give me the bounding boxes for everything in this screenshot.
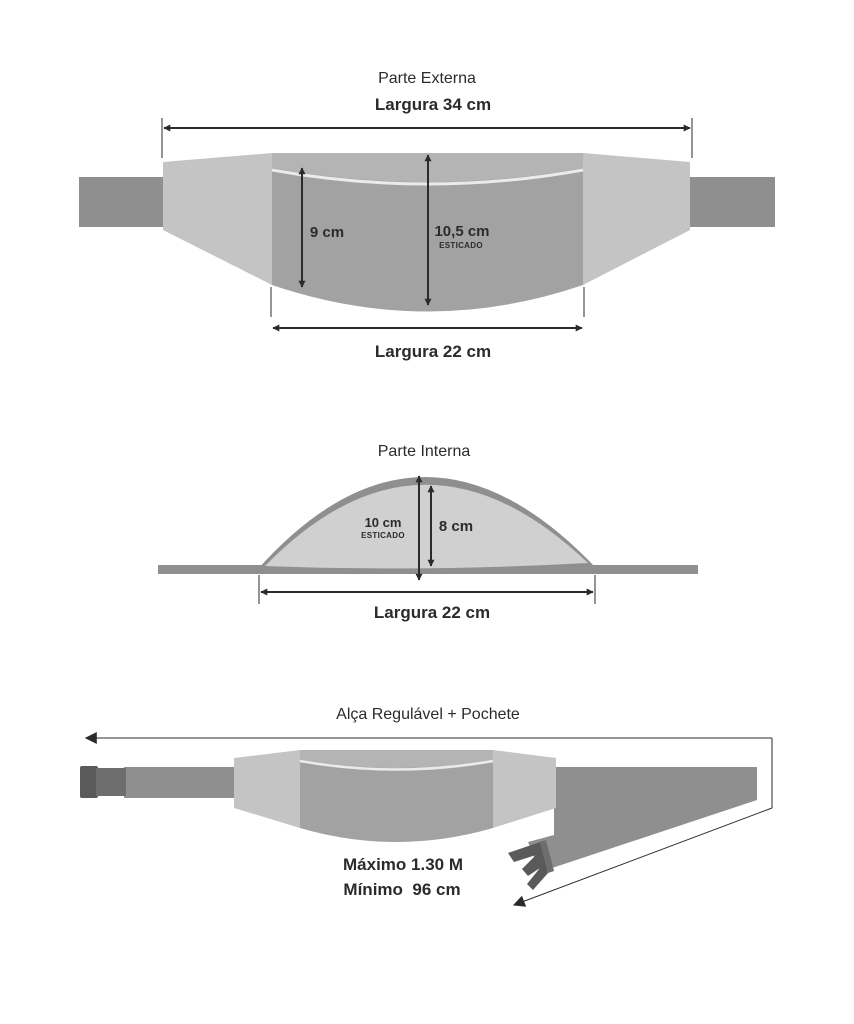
internal-height-label: 8 cm xyxy=(439,518,473,535)
external-title: Parte Externa xyxy=(378,70,476,87)
strap-min-label: Mínimo 96 cm xyxy=(343,880,460,899)
strap-pack-pocket xyxy=(300,750,493,842)
internal-stretched-height-label: 10 cm xyxy=(365,515,402,530)
external-right-strap xyxy=(690,177,775,227)
strap-length-bottom-arrow xyxy=(512,807,773,907)
strap-max-label: Máximo 1.30 M xyxy=(343,855,463,874)
external-bottom-width-label: Largura 22 cm xyxy=(375,342,491,361)
internal-dome-inner xyxy=(265,484,588,569)
internal-title: Parte Interna xyxy=(378,443,471,460)
external-section: Parte Externa Largura 34 cm 9 cm 10,5 cm… xyxy=(79,70,775,361)
strap-title: Alça Regulável + Pochete xyxy=(336,706,520,723)
strap-left-band xyxy=(124,767,236,798)
internal-base-strip xyxy=(158,565,698,574)
external-stretched-note: ESTICADO xyxy=(439,241,483,250)
external-height-short-label: 9 cm xyxy=(310,224,344,241)
internal-width-label: Largura 22 cm xyxy=(374,603,490,622)
internal-stretched-note: ESTICADO xyxy=(361,531,405,540)
external-left-strap xyxy=(79,177,163,227)
left-buckle-icon xyxy=(80,766,98,798)
strap-section: Alça Regulável + Pochete Máximo 1.30 M M… xyxy=(80,706,773,907)
strap-pack-zipper-line xyxy=(299,759,494,771)
right-buckle-icon xyxy=(508,842,548,890)
right-buckle-body xyxy=(540,840,554,873)
strap-pack-flap xyxy=(300,750,493,768)
external-top-width-label: Largura 34 cm xyxy=(375,95,491,114)
external-height-stretched-label: 10,5 cm xyxy=(434,223,489,240)
strap-right-band xyxy=(528,767,757,872)
left-buckle-body xyxy=(96,768,126,796)
internal-section: Parte Interna 10 cm ESTICADO 8 cm Largur… xyxy=(158,443,698,622)
